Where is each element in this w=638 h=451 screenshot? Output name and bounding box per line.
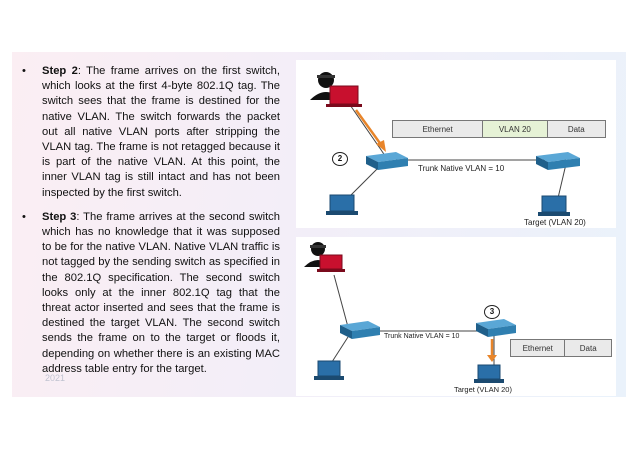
frame-arrowhead [376,140,386,152]
threat-actor-icon [310,72,362,107]
trunk-label: Trunk Native VLAN = 10 [384,333,460,340]
step-3-bullet: • Step 3: The frame arrives at the secon… [22,210,280,377]
step-2-title: Step 2 [42,65,78,77]
frame-field-vlan: VLAN 20 [483,121,548,137]
diagram-step-3: Ethernet Data 3 Trunk Native VLAN = 10 T… [296,237,616,396]
switch-1-icon [366,152,408,170]
target-pc-icon [474,364,504,383]
frame-field-data: Data [565,340,611,356]
frame-arrowhead [487,355,497,362]
frame-arrow [354,109,384,147]
step-list: • Step 2: The frame arrives on the first… [22,64,280,386]
diagram-step-2-graphic [310,72,580,216]
threat-actor-icon [304,242,345,272]
frame-field-ethernet: Ethernet [393,121,484,137]
link-switch1-pc [345,163,383,201]
step-number-badge: 3 [484,305,500,319]
step-number-badge: 2 [332,152,348,166]
frame-field-ethernet: Ethernet [511,340,566,356]
switch-1-icon [340,321,380,339]
link-switch2-target [557,163,567,199]
frame-format-table: Ethernet Data [510,339,612,357]
step-3-title: Step 3 [42,210,77,223]
target-label: Target (VLAN 20) [524,218,586,227]
link-switch1-pc [329,336,349,366]
trunk-label: Trunk Native VLAN = 10 [418,164,505,173]
step-2-text: : The frame arrives on the first switch,… [42,65,280,199]
step-3-text: : The frame arrives at the second switch… [42,210,280,375]
switch-2-icon [536,152,580,170]
link-attacker-switch1 [347,101,389,161]
switch-2-icon [476,319,516,337]
bullet-icon: • [22,210,26,223]
watermark-text: 2021 [45,373,66,383]
target-pc-icon [538,195,570,216]
step-2-bullet: • Step 2: The frame arrives on the first… [22,64,280,201]
frame-format-table: Ethernet VLAN 20 Data [392,120,606,138]
link-attacker-switch1 [333,274,349,328]
diagram-step-2: Ethernet VLAN 20 Data 2 Trunk Native VLA… [296,60,616,228]
frame-field-data: Data [547,121,605,137]
diagram-step-3-graphic [304,242,516,383]
pc-icon [326,194,358,215]
bullet-icon: • [22,65,26,77]
pc-icon [314,360,344,380]
target-label: Target (VLAN 20) [454,385,512,394]
